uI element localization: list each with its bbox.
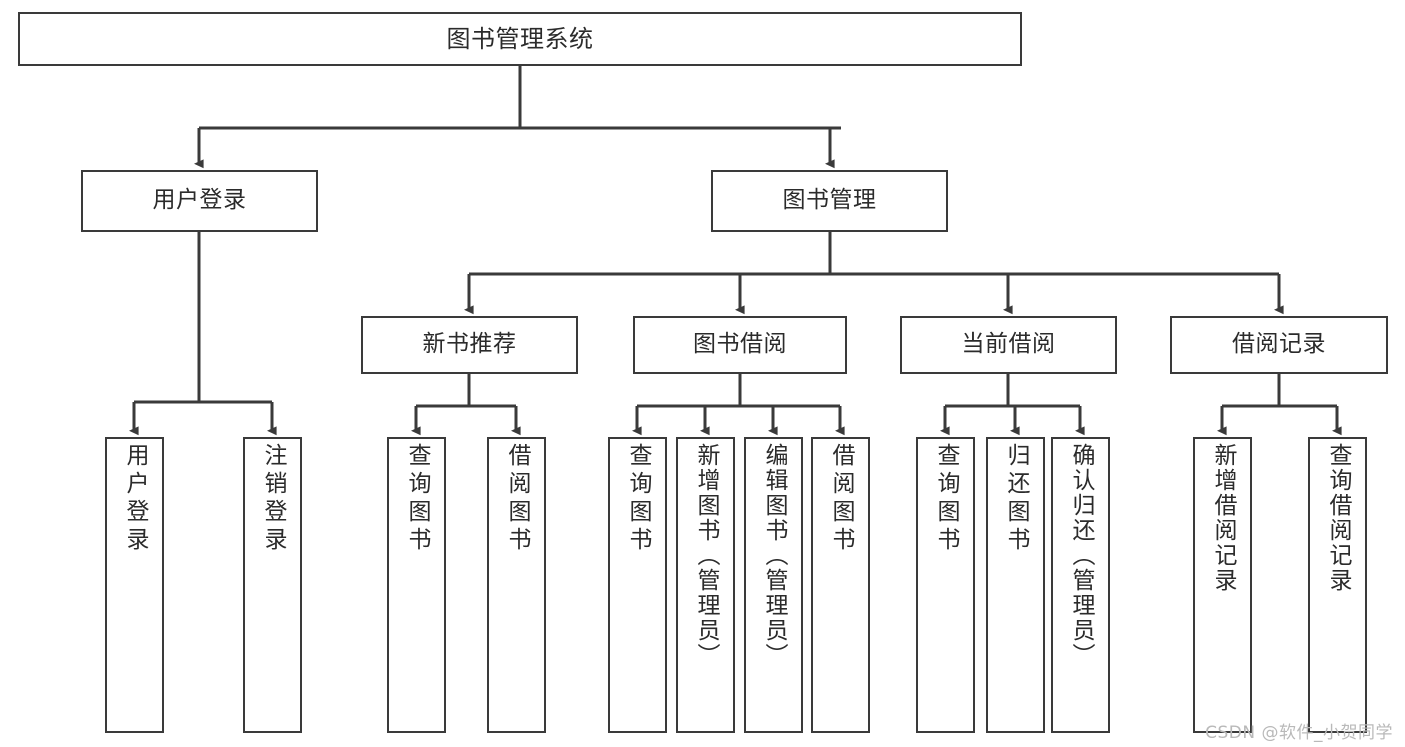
node-label: 图书管理系统 [446,24,594,53]
node-label: 查询图书 [404,443,430,555]
node-borrow-record[interactable]: 借阅记录 [1170,316,1388,374]
node-edit-book-admin[interactable]: 编辑图书（管理员） [744,437,803,733]
node-new-book-recommend[interactable]: 新书推荐 [361,316,578,374]
node-borrow-book-1[interactable]: 借阅图书 [487,437,546,733]
node-add-book-admin[interactable]: 新增图书（管理员） [676,437,735,733]
node-current-borrow[interactable]: 当前借阅 [900,316,1117,374]
node-borrow-book-2[interactable]: 借阅图书 [811,437,870,733]
node-label: 借阅图书 [828,443,854,555]
node-book-borrow[interactable]: 图书借阅 [633,316,847,374]
node-user-logout-action[interactable]: 注销登录 [243,437,302,733]
node-label: 确认归还（管理员） [1068,443,1094,668]
node-label: 查询借阅记录 [1325,443,1351,593]
node-user-login-action[interactable]: 用户登录 [105,437,164,733]
node-label: 编辑图书（管理员） [761,443,787,668]
node-query-book-3[interactable]: 查询图书 [916,437,975,733]
node-label: 图书借阅 [693,331,787,358]
node-user-login[interactable]: 用户登录 [81,170,318,232]
node-query-book-2[interactable]: 查询图书 [608,437,667,733]
node-root-system[interactable]: 图书管理系统 [18,12,1022,66]
node-add-borrow-record[interactable]: 新增借阅记录 [1193,437,1252,733]
node-label: 查询图书 [933,443,959,555]
node-label: 新书推荐 [422,331,517,358]
node-label: 借阅图书 [504,443,530,555]
node-label: 注销登录 [260,443,286,555]
node-label: 当前借阅 [961,331,1056,358]
node-confirm-return-admin[interactable]: 确认归还（管理员） [1051,437,1110,733]
node-label: 用户登录 [122,443,148,555]
node-label: 用户登录 [152,187,247,214]
node-query-book-1[interactable]: 查询图书 [387,437,446,733]
node-return-book[interactable]: 归还图书 [986,437,1045,733]
node-label: 查询图书 [625,443,651,555]
node-label: 归还图书 [1003,443,1029,555]
node-label: 借阅记录 [1232,331,1326,358]
node-query-borrow-record[interactable]: 查询借阅记录 [1308,437,1367,733]
node-label: 图书管理 [782,187,877,214]
node-book-management[interactable]: 图书管理 [711,170,948,232]
node-label: 新增图书（管理员） [693,443,719,668]
node-label: 新增借阅记录 [1210,443,1236,593]
